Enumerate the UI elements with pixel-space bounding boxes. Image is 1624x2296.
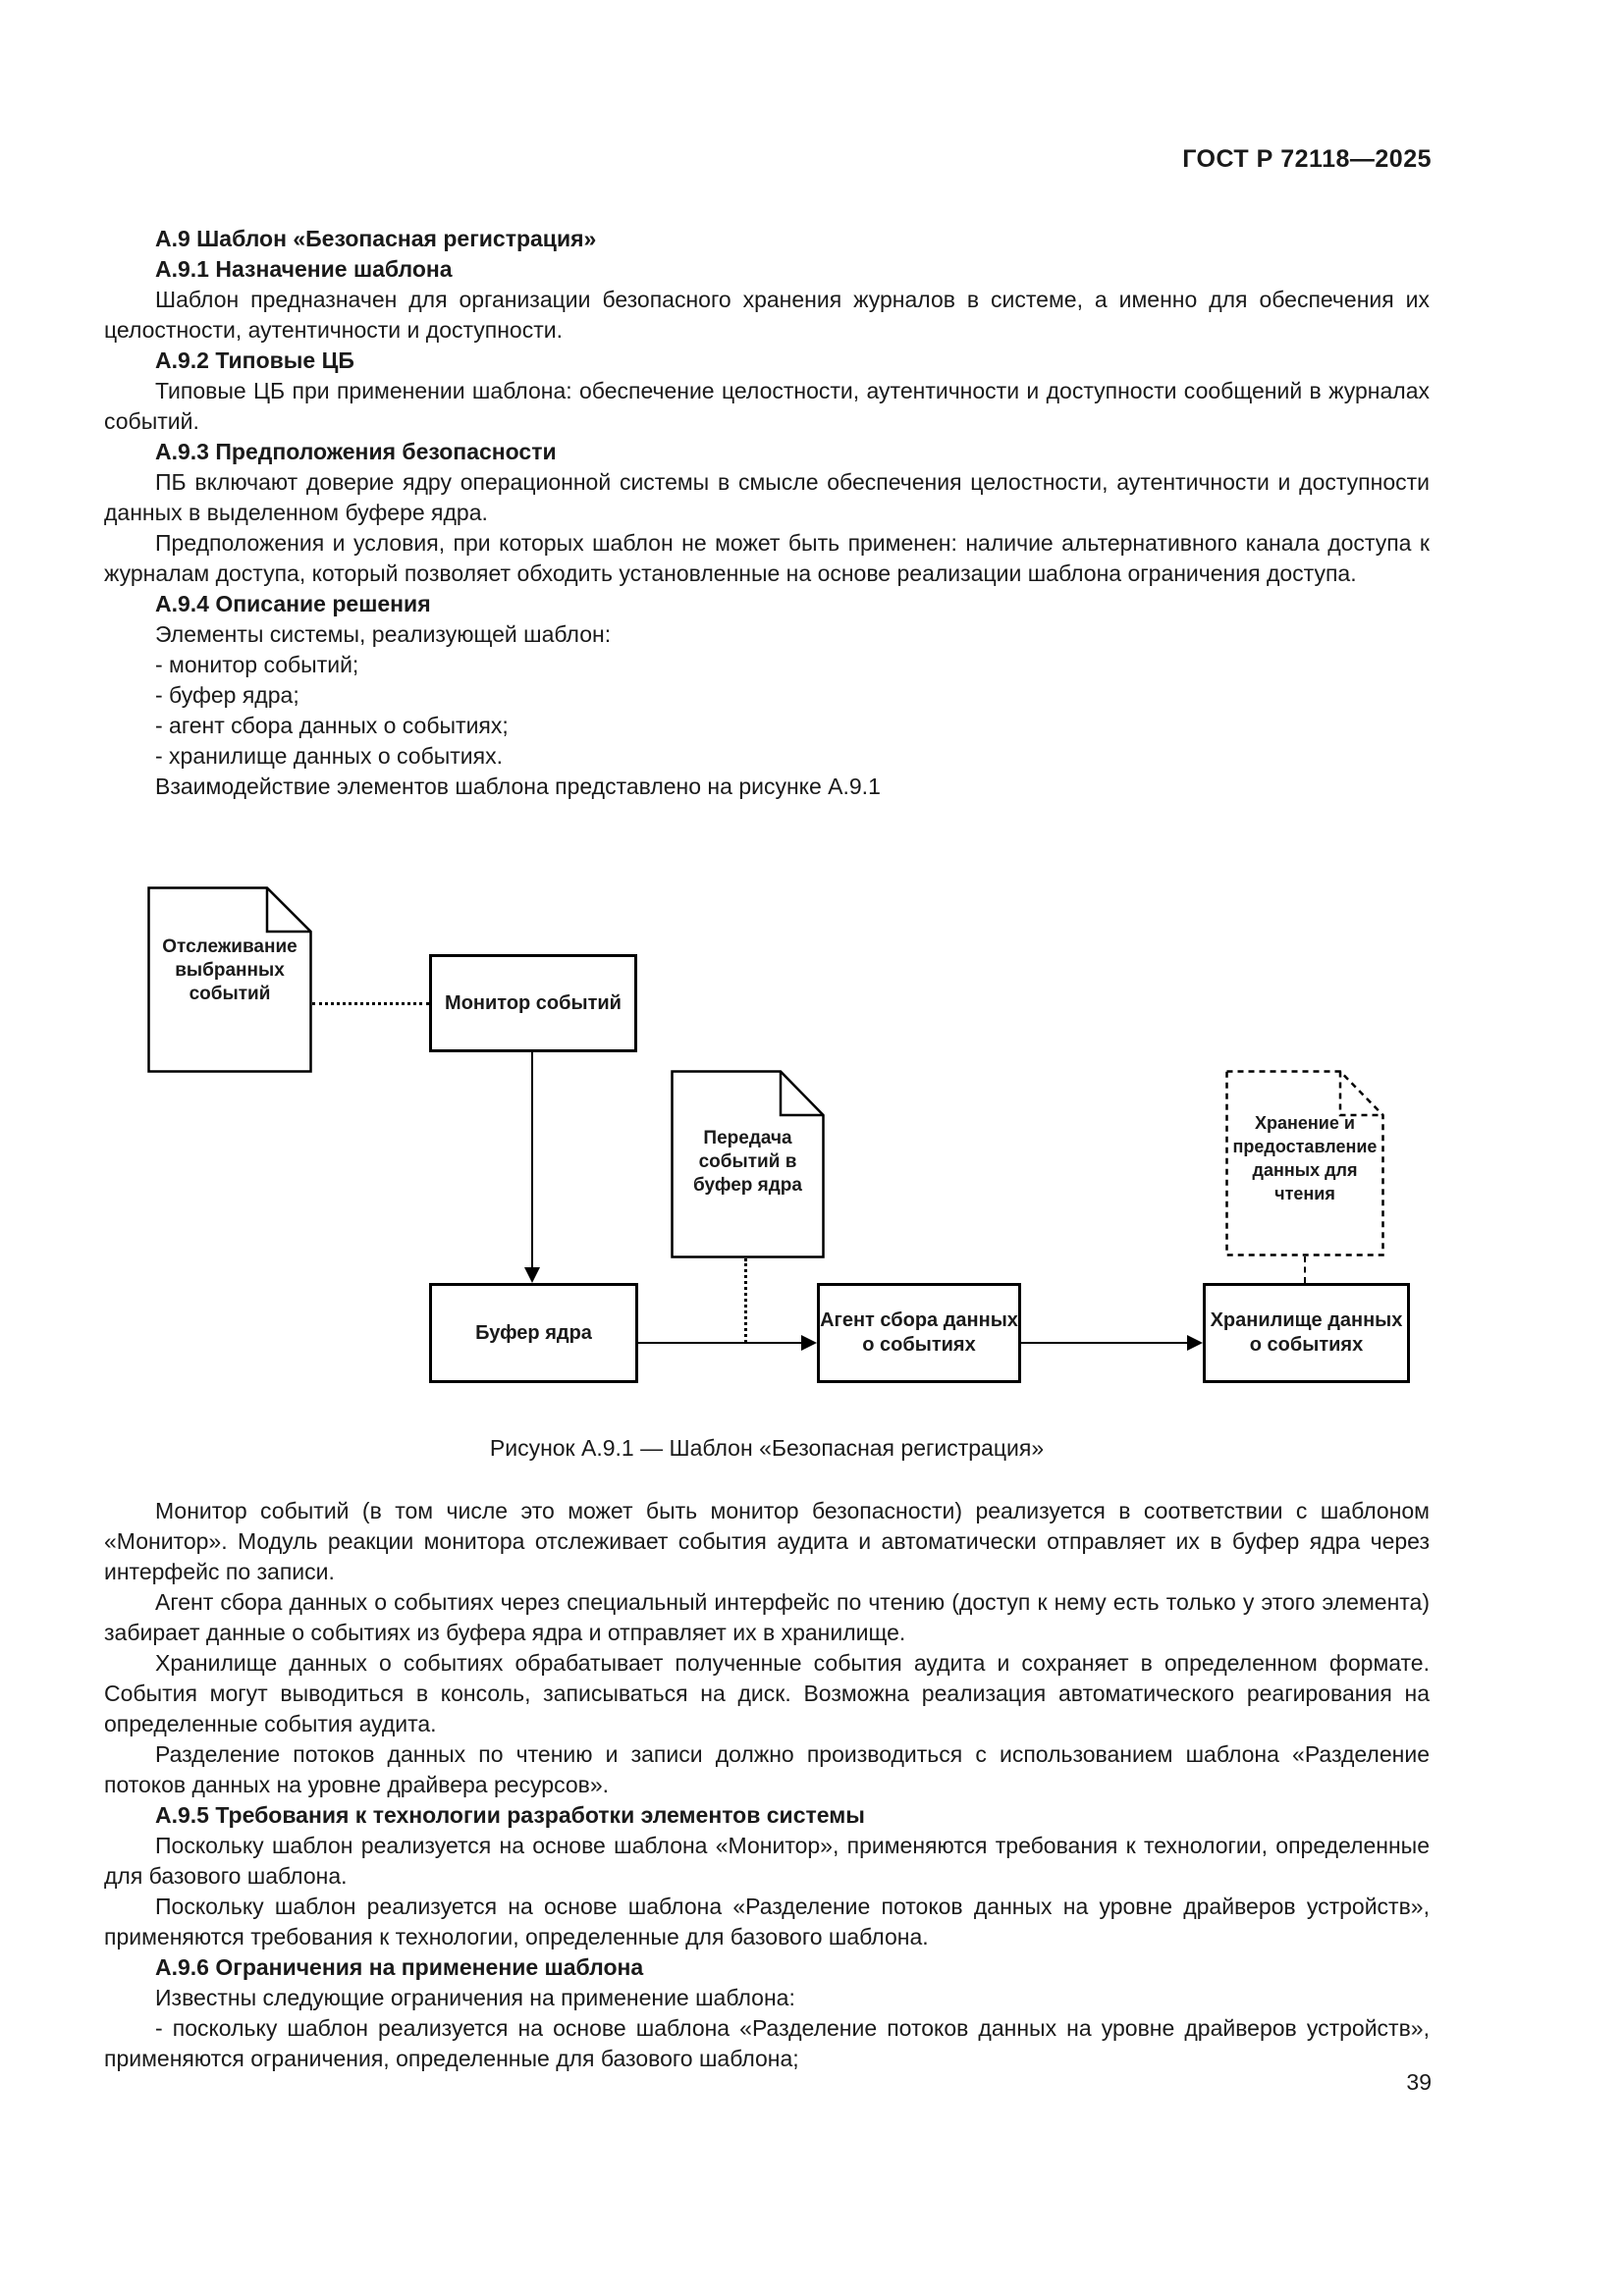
document-shape-icon — [671, 1070, 825, 1258]
paragraph: Взаимодействие элементов шаблона предста… — [155, 774, 881, 799]
paragraph: Типовые ЦБ при применении шаблона: обесп… — [104, 378, 1430, 434]
connector-monitor-buffer-line — [531, 1052, 533, 1268]
heading-a9: А.9 Шаблон «Безопасная регистрация» — [155, 226, 597, 251]
node-event-monitor: Монитор событий — [429, 954, 637, 1052]
node-event-data-agent: Агент сбора данных о событиях — [817, 1283, 1021, 1383]
paragraph: Монитор событий (в том числе это может б… — [104, 1498, 1430, 1584]
arrowhead-right-icon — [801, 1335, 817, 1351]
document-shape-icon — [147, 886, 312, 1073]
list-item: - хранилище данных о событиях. — [155, 743, 503, 769]
standard-code: ГОСТ Р 72118—2025 — [1182, 145, 1432, 173]
node-event-data-storage: Хранилище данных о событиях — [1203, 1283, 1410, 1383]
list-item: - поскольку шаблон реализуется на основе… — [104, 2015, 1430, 2071]
list-item: - агент сбора данных о событиях; — [155, 713, 509, 738]
paragraph: Шаблон предназначен для организации безо… — [104, 287, 1430, 343]
list-item: - монитор событий; — [155, 652, 359, 677]
node-label: Хранилище данных о событиях — [1210, 1309, 1403, 1356]
node-tracking-selected-events: Отслеживание выбранных событий — [147, 886, 312, 1073]
node-label: Буфер ядра — [475, 1321, 592, 1344]
figure-caption: Рисунок А.9.1 — Шаблон «Безопасная регис… — [489, 1435, 1045, 1461]
figure-a9-1-diagram: Отслеживание выбранных событий Монитор с… — [0, 874, 1624, 1394]
connector-buffer-agent-line — [638, 1342, 801, 1344]
arrowhead-down-icon — [524, 1267, 540, 1283]
paragraph: Известны следующие ограничения на примен… — [155, 1985, 795, 2010]
paragraph: Предположения и условия, при которых шаб… — [104, 530, 1430, 586]
section-a9-bottom: Монитор событий (в том числе это может б… — [104, 1496, 1430, 2074]
heading-a9-6: А.9.6 Ограничения на применение шаблона — [155, 1954, 644, 1980]
node-storage-read-provision: Хранение и предоставление данных для чте… — [1225, 1070, 1384, 1256]
connector-tracking-monitor — [312, 1002, 429, 1005]
paragraph: Элементы системы, реализующей шаблон: — [155, 621, 612, 647]
node-kernel-buffer: Буфер ядра — [429, 1283, 638, 1383]
heading-a9-2: А.9.2 Типовые ЦБ — [155, 347, 354, 373]
connector-readdoc-storage — [1304, 1256, 1306, 1283]
paragraph: Хранилище данных о событиях обрабатывает… — [104, 1650, 1430, 1736]
heading-a9-1: А.9.1 Назначение шаблона — [155, 256, 453, 282]
list-item: - буфер ядра; — [155, 682, 299, 708]
paragraph: Поскольку шаблон реализуется на основе ш… — [104, 1833, 1430, 1889]
connector-agent-storage-line — [1021, 1342, 1187, 1344]
node-label: Отслеживание выбранных событий — [162, 936, 298, 1004]
arrowhead-right-icon — [1187, 1335, 1203, 1351]
node-transfer-events: Передача событий в буфер ядра — [671, 1070, 825, 1258]
heading-a9-4: А.9.4 Описание решения — [155, 591, 431, 616]
node-label: Монитор событий — [445, 991, 622, 1014]
paragraph: Разделение потоков данных по чтению и за… — [104, 1741, 1430, 1797]
section-a9-top: А.9 Шаблон «Безопасная регистрация» А.9.… — [104, 224, 1430, 802]
page-number: 39 — [1406, 2069, 1432, 2095]
node-label: Хранение и предоставление данных для чте… — [1232, 1113, 1378, 1203]
connector-transfer-flow — [744, 1258, 747, 1343]
paragraph: Агент сбора данных о событиях через спец… — [104, 1589, 1430, 1645]
node-label: Агент сбора данных о событиях — [820, 1309, 1018, 1356]
heading-a9-3: А.9.3 Предположения безопасности — [155, 439, 557, 464]
document-shape-dashed-icon — [1225, 1070, 1384, 1256]
paragraph: ПБ включают доверие ядру операционной си… — [104, 469, 1430, 525]
heading-a9-5: А.9.5 Требования к технологии разработки… — [155, 1802, 865, 1828]
node-label: Передача событий в буфер ядра — [693, 1128, 802, 1196]
paragraph: Поскольку шаблон реализуется на основе ш… — [104, 1894, 1430, 1949]
